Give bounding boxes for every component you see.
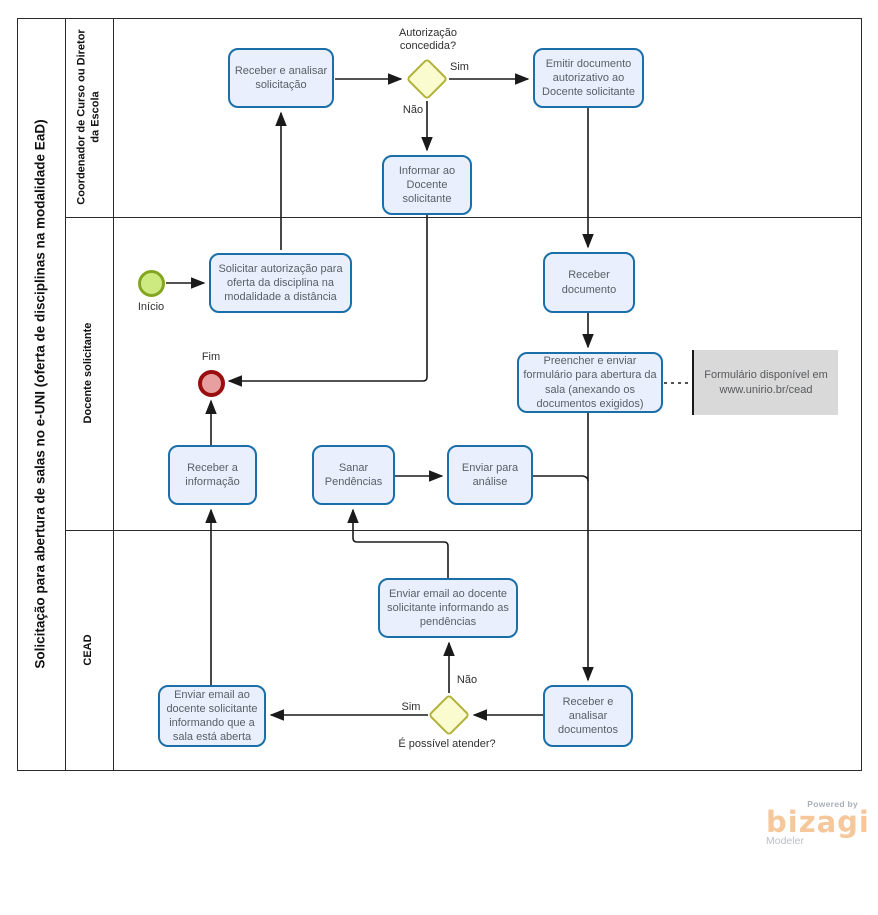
task-enviar-email-pendencias: Enviar email ao docente solicitante info… (378, 578, 518, 638)
powered-by-text: Powered by (807, 799, 858, 809)
lane-label-coordenador: Coordenador de Curso ou Diretor da Escol… (75, 29, 101, 205)
task-enviar-email-sala-aberta: Enviar email ao docente solicitante info… (158, 685, 266, 747)
lane-divider-2 (64, 530, 861, 531)
bizagi-logo: Powered by bizagi Modeler (766, 799, 870, 847)
end-event (198, 370, 225, 397)
gateway1-question-label: Autorização concedida? (398, 27, 458, 53)
task-sanar-pendencias: Sanar Pendências (312, 445, 395, 505)
task-informar-docente: Informar ao Docente solicitante (382, 155, 472, 215)
lane-label-divider (112, 19, 114, 770)
start-event-label: Início (137, 301, 165, 313)
task-receber-documento: Receber documento (543, 252, 635, 313)
bizagi-wordmark: bizagi (766, 805, 870, 839)
gateway2-sim-label: Sim (401, 701, 421, 713)
modeler-text: Modeler (766, 834, 804, 847)
pool-title-divider (64, 19, 66, 770)
task-receber-analisar-documentos: Receber e analisar documentos (543, 685, 633, 747)
lane-label-docente: Docente solicitante (82, 322, 95, 424)
task-emitir-documento: Emitir documento autorizativo ao Docente… (533, 48, 644, 108)
task-solicitar-autorizacao: Solicitar autorização para oferta da dis… (209, 253, 352, 313)
gateway1-sim-label: Sim (450, 61, 469, 73)
gateway2-nao-label: Não (456, 674, 478, 686)
task-enviar-para-analise: Enviar para análise (447, 445, 533, 505)
process-pool (17, 18, 862, 771)
task-preencher-enviar-formulario: Preencher e enviar formulário para abert… (517, 352, 663, 413)
lane-divider-1 (64, 217, 861, 218)
gateway2-question-label: É possível atender? (398, 738, 496, 750)
task-receber-analisar-solicitacao: Receber e analisar solicitação (228, 48, 334, 108)
start-event (138, 270, 165, 297)
lane-label-cead: CEAD (82, 634, 95, 666)
task-receber-informacao: Receber a informação (168, 445, 257, 505)
gateway1-nao-label: Não (402, 104, 424, 116)
text-annotation-formulario: Formulário disponível em www.unirio.br/c… (692, 350, 838, 415)
end-event-label: Fim (201, 351, 221, 363)
pool-title: Solicitação para abertura de salas no e-… (32, 119, 48, 669)
